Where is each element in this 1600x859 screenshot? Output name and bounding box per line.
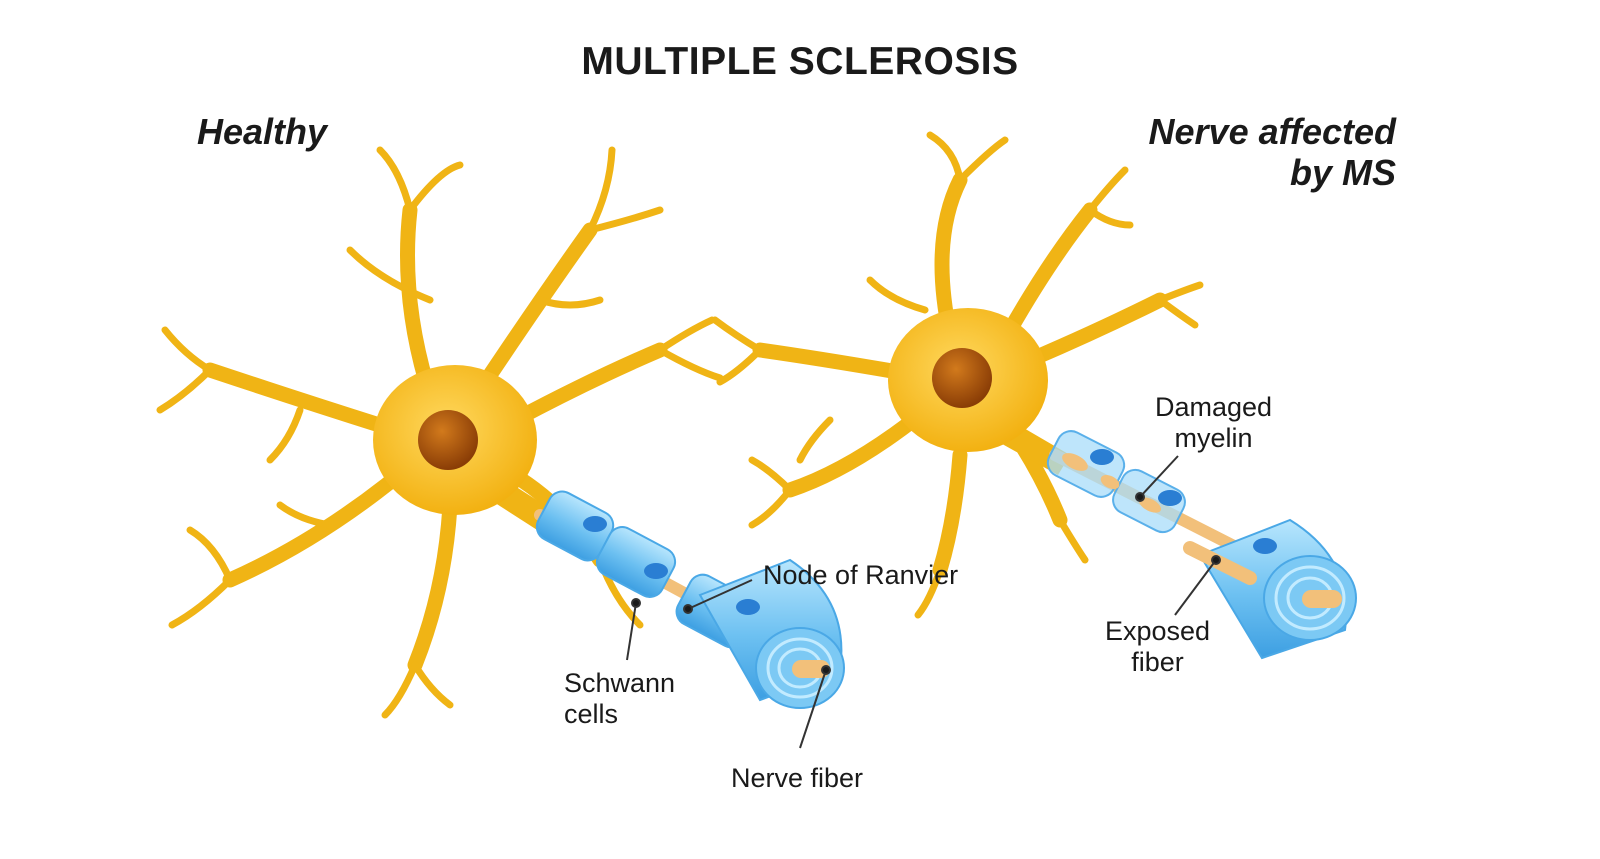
label-damaged-line1: Damaged: [1155, 392, 1273, 422]
label-schwann-line1: Schwann: [564, 668, 676, 698]
affected-fiber-tip: [1302, 590, 1342, 608]
affected-nucleus: [932, 348, 992, 408]
label-node-of-ranvier: Node of Ranvier: [763, 560, 959, 590]
healthy-axon: [534, 490, 845, 709]
label-damaged-myelin: Damaged myelin: [1155, 392, 1272, 454]
healthy-nucleus: [418, 410, 478, 470]
healthy-neuron: [156, 146, 845, 749]
affected-heading-line1: Nerve affected: [1148, 111, 1396, 152]
affected-axon: [1046, 430, 1357, 660]
label-exposed-line2: fiber: [1131, 647, 1184, 678]
affected-heading-line2: by MS: [1289, 152, 1396, 194]
label-schwann-cells: Schwann cells: [564, 668, 675, 730]
healthy-fiber-tip: [792, 660, 830, 678]
label-exposed-fiber: Exposed fiber: [1105, 616, 1210, 678]
diagram-title: MULTIPLE SCLEROSIS: [581, 40, 1019, 83]
healthy-leader-lines: [626, 579, 831, 749]
affected-fiber-patches: [1062, 453, 1162, 513]
label-nerve-fiber: Nerve fiber: [731, 763, 864, 793]
affected-schwann-nuclei: [1090, 449, 1277, 554]
affected-heading: Nerve affected by MS: [1149, 111, 1396, 194]
healthy-heading: Healthy: [197, 111, 328, 152]
affected-leader-lines: [1135, 455, 1221, 616]
affected-neuron: [711, 131, 1357, 660]
label-exposed-line1: Exposed: [1105, 616, 1211, 646]
label-damaged-line2: myelin: [1174, 423, 1253, 454]
healthy-schwann-nuclei: [583, 516, 760, 615]
label-schwann-line2: cells: [564, 699, 619, 730]
